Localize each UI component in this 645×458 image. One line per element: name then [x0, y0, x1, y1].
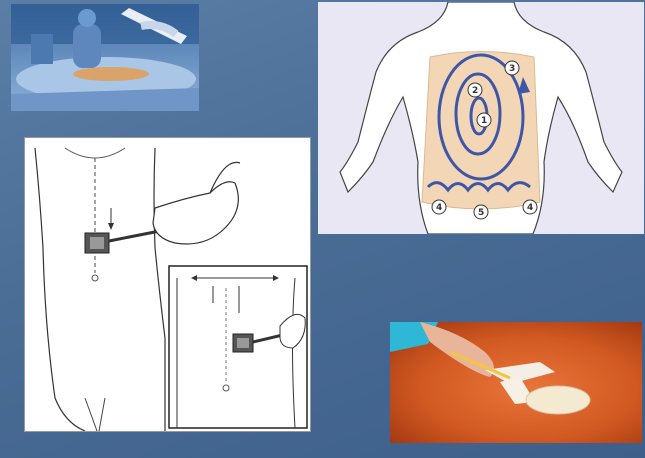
skin-prep-drawing — [24, 137, 311, 432]
surgery-scene-icon — [11, 4, 199, 111]
abdomen-prep-diagram: 1 2 3 4 5 4 — [318, 2, 644, 234]
surgery-photo — [11, 4, 199, 111]
step-label-2: 2 — [472, 86, 478, 96]
step-label-4-right: 4 — [527, 203, 533, 213]
applicator-photo — [390, 322, 642, 443]
skin-prep-line-drawing-icon — [25, 138, 310, 431]
step-label-3: 3 — [509, 64, 515, 74]
swab-applicator-icon — [390, 322, 642, 443]
step-label-4-left: 4 — [436, 203, 442, 213]
torso-outline-icon: 1 2 3 4 5 4 — [318, 2, 644, 234]
step-label-1: 1 — [481, 116, 487, 126]
step-label-5: 5 — [478, 208, 484, 218]
